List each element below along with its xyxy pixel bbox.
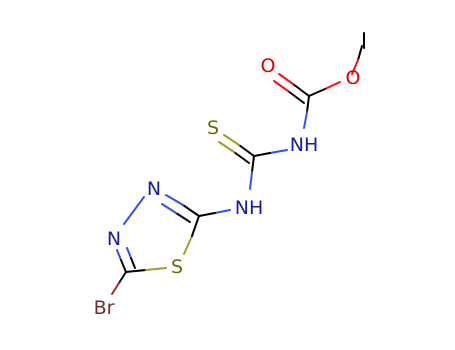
bond-c-nh-2	[303, 111, 308, 129]
bond-s1-c2	[183, 235, 193, 255]
bond-nh-cs-2	[253, 152, 271, 157]
bond-n3-n4	[123, 196, 145, 225]
bond-methyl-oester-2	[357, 45, 363, 61]
bond-c-o-double-a-2	[278, 73, 294, 85]
atom-s-thione: S	[207, 117, 219, 139]
atom-s-ring: S	[171, 256, 183, 278]
atom-n-ring-upper: N	[147, 178, 161, 200]
bond-c5-br-2	[111, 282, 120, 295]
bond-oester-c-2	[308, 88, 326, 97]
bond-c2-n3-b-2	[161, 203, 177, 214]
atom-labels: O O NH S NH N N S Br	[94, 55, 361, 319]
bond-c5-s1-2	[145, 267, 167, 271]
atom-br: Br	[94, 297, 115, 319]
bond-c-s-double-b-2	[218, 141, 235, 153]
bond-c-nh	[306, 95, 310, 113]
atom-nh-thiourea: NH	[235, 197, 264, 219]
bonds	[111, 32, 365, 295]
bond-c-o-double-b	[287, 90, 305, 104]
bond-c2-n3-b	[175, 212, 191, 223]
bond-c-s-double-a	[238, 144, 255, 157]
bond-oester-c	[324, 81, 341, 90]
atom-o-carbonyl: O	[261, 55, 276, 77]
bond-s1-c2-2	[191, 215, 200, 237]
bond-n4-c5-b-2	[130, 257, 136, 269]
bond-c2-n3-a	[182, 204, 200, 217]
bond-methyl-oester-3	[351, 59, 359, 75]
bond-c2-n3-a-2	[165, 194, 184, 206]
bond-cs-nh2	[251, 155, 255, 173]
bond-nh-cs	[269, 149, 288, 154]
bond-c-s-double-b	[233, 151, 250, 164]
bond-n4-c5-b	[126, 247, 132, 259]
atom-nh-carbamate: NH	[290, 134, 319, 156]
bond-n4-c5-a-2	[120, 259, 127, 273]
bond-c-s-double-a-2	[223, 134, 240, 146]
bond-c5-br	[118, 271, 127, 284]
bond-c-o-double-b-2	[273, 80, 289, 92]
bond-n4-c5-a	[116, 249, 122, 261]
bond-c-o-double-a	[292, 83, 310, 97]
bond-nh2-c2	[214, 209, 231, 214]
bond-c5-s1	[125, 269, 147, 273]
bond-nh2-c2-2	[198, 212, 216, 217]
atom-o-ester: O	[346, 67, 361, 89]
atom-n-ring-lower: N	[107, 228, 121, 250]
bond-cs-nh2-2	[249, 171, 253, 190]
